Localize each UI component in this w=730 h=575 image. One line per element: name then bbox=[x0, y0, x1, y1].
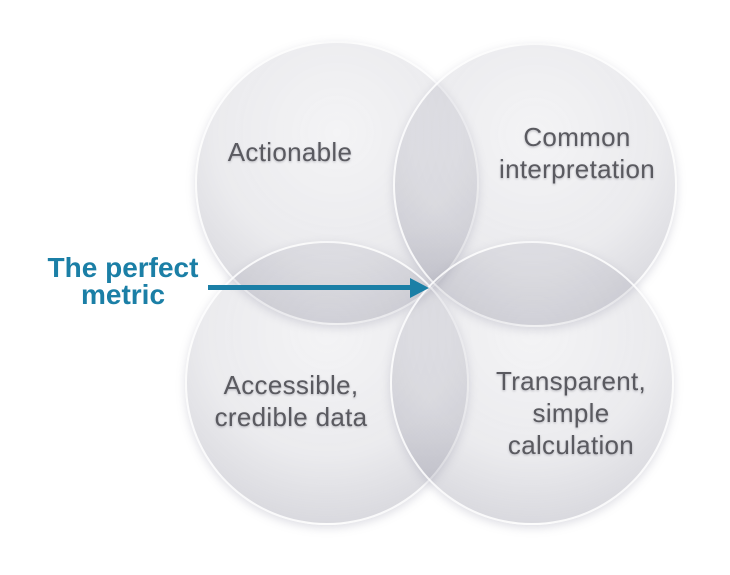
circle-label-common-interpretation: Common interpretation bbox=[499, 121, 655, 185]
callout-line: metric bbox=[80, 279, 166, 310]
circle-label-transparent-simple-calculation: Transparent, simple calculation bbox=[496, 365, 646, 461]
circle-transparent-simple-calculation bbox=[390, 241, 674, 525]
label-line: simple bbox=[532, 398, 610, 428]
label-line: calculation bbox=[507, 430, 635, 460]
perfect-metric-label: The perfect metric bbox=[47, 252, 199, 310]
arrow-shaft bbox=[208, 285, 412, 290]
circle-label-actionable: Actionable bbox=[228, 136, 352, 168]
arrow-right-icon bbox=[410, 278, 429, 298]
callout-line: The perfect bbox=[47, 252, 199, 283]
label-line: Accessible, bbox=[223, 370, 359, 400]
label-line: Transparent, bbox=[495, 366, 647, 396]
label-line: Actionable bbox=[227, 137, 353, 167]
label-line: interpretation bbox=[499, 154, 655, 184]
label-line: credible data bbox=[214, 402, 368, 432]
label-line: Common bbox=[523, 122, 631, 152]
circle-label-accessible-credible-data: Accessible, credible data bbox=[215, 369, 368, 433]
